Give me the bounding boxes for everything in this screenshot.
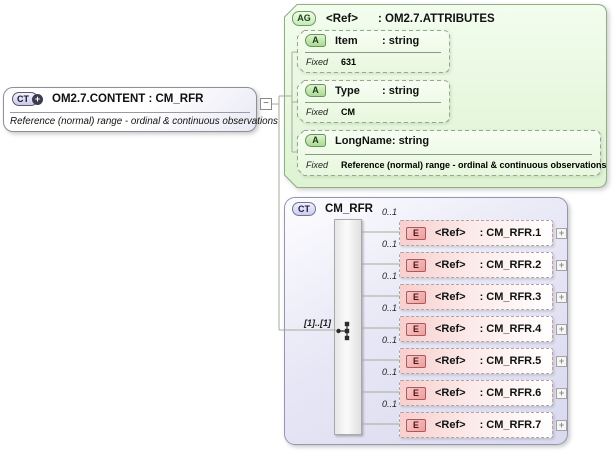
content-box-title: OM2.7.CONTENT : CM_RFR: [52, 93, 204, 105]
attribute-header: A Type : string: [305, 84, 419, 97]
attribute-shape: [297, 130, 601, 176]
attribute-longname[interactable]: A LongName : string Fixed Reference (nor…: [297, 130, 607, 176]
cardinality-label: 0..1: [381, 271, 397, 281]
expand-icon[interactable]: +: [556, 388, 567, 399]
complex-type-title: CM_RFR: [325, 203, 373, 215]
attribute-divider: [305, 52, 441, 53]
complex-type-box: CT CM_RFR [1]..[1] 0..1 E <Ref> : CM_RFR…: [284, 197, 568, 445]
plus-circle-icon: +: [32, 94, 43, 105]
attribute-group-box: AG <Ref> : OM2.7.ATTRIBUTES A Item : str…: [284, 4, 607, 188]
fixed-value: CM: [341, 107, 356, 117]
attribute-badge: A: [305, 34, 326, 47]
element-ref: <Ref>: [435, 259, 466, 271]
attribute-fixed-row: Fixed Reference (normal) range - ordinal…: [306, 160, 607, 170]
attribute-fixed-row: Fixed CM: [306, 107, 355, 117]
element-name: : CM_RFR.1: [479, 227, 542, 239]
attribute-name: Item: [335, 34, 358, 47]
content-box[interactable]: CT + OM2.7.CONTENT : CM_RFR Reference (n…: [3, 87, 278, 132]
attribute-header: A Item : string: [305, 34, 419, 47]
attribute-name: Type: [335, 84, 360, 97]
attribute-group-header: AG <Ref> : OM2.7.ATTRIBUTES: [292, 11, 495, 26]
element-badge: E: [406, 226, 426, 240]
attribute-type: : string: [391, 134, 430, 147]
element-ref: <Ref>: [435, 355, 466, 367]
element-badge: E: [406, 354, 426, 368]
element-ref: <Ref>: [435, 323, 466, 335]
element-cm-rfr-7[interactable]: E <Ref> : CM_RFR.7: [399, 412, 553, 438]
expand-icon[interactable]: +: [556, 324, 567, 335]
attribute-item[interactable]: A Item : string Fixed 631: [297, 30, 450, 73]
collapse-toggle-icon[interactable]: −: [260, 98, 272, 110]
element-cm-rfr-2[interactable]: E <Ref> : CM_RFR.2: [399, 252, 553, 278]
element-name: : CM_RFR.5: [479, 355, 542, 367]
element-name: : CM_RFR.2: [479, 259, 542, 271]
attribute-type: : string: [382, 34, 420, 47]
content-box-subtitle: Reference (normal) range - ordinal & con…: [10, 116, 278, 127]
attribute-header: A LongName : string: [305, 134, 429, 147]
cardinality-label: 0..1: [381, 239, 397, 249]
expand-icon[interactable]: +: [556, 356, 567, 367]
element-cm-rfr-6[interactable]: E <Ref> : CM_RFR.6: [399, 380, 553, 406]
cardinality-label: 0..1: [381, 335, 397, 345]
attribute-badge: A: [305, 134, 326, 147]
fixed-value: 631: [341, 57, 357, 67]
element-name: : CM_RFR.3: [479, 291, 542, 303]
element-cm-rfr-1[interactable]: E <Ref> : CM_RFR.1: [399, 220, 553, 246]
element-name: : CM_RFR.6: [479, 387, 542, 399]
ct-badge: CT +: [12, 92, 43, 106]
fixed-label: Fixed: [306, 160, 329, 170]
expand-icon[interactable]: +: [556, 260, 567, 271]
cardinality-label: 0..1: [381, 303, 397, 313]
attribute-fixed-row: Fixed 631: [306, 57, 356, 67]
cardinality-label: 0..1: [381, 207, 397, 217]
attribute-divider: [305, 154, 592, 155]
element-badge: E: [406, 258, 426, 272]
fixed-label: Fixed: [306, 107, 329, 117]
element-cm-rfr-5[interactable]: E <Ref> : CM_RFR.5: [399, 348, 553, 374]
attribute-shape: [297, 30, 450, 73]
element-badge: E: [406, 290, 426, 304]
attribute-badge: A: [305, 84, 326, 97]
expand-icon[interactable]: +: [556, 292, 567, 303]
element-cm-rfr-3[interactable]: E <Ref> : CM_RFR.3: [399, 284, 553, 310]
element-ref: <Ref>: [435, 387, 466, 399]
attribute-type-box[interactable]: A Type : string Fixed CM: [297, 80, 450, 123]
element-cm-rfr-4[interactable]: E <Ref> : CM_RFR.4: [399, 316, 553, 342]
element-badge: E: [406, 386, 426, 400]
element-ref: <Ref>: [435, 291, 466, 303]
element-ref: <Ref>: [435, 227, 466, 239]
attribute-divider: [305, 102, 441, 103]
cardinality-label: 0..1: [381, 367, 397, 377]
attribute-group-ref: <Ref>: [326, 12, 358, 25]
element-name: : CM_RFR.7: [479, 419, 542, 431]
attribute-type: : string: [382, 84, 420, 97]
model-cardinality-label: [1]..[1]: [304, 318, 331, 328]
ct-badge: CT: [292, 202, 316, 216]
complex-type-header: CT CM_RFR: [292, 202, 373, 216]
ag-badge: AG: [292, 11, 316, 26]
content-box-divider: [10, 112, 250, 113]
attribute-shape: [297, 80, 450, 123]
element-badge: E: [406, 322, 426, 336]
expand-icon[interactable]: +: [556, 420, 567, 431]
element-badge: E: [406, 418, 426, 432]
expand-icon[interactable]: +: [556, 228, 567, 239]
element-name: : CM_RFR.4: [479, 323, 542, 335]
attribute-group-title: : OM2.7.ATTRIBUTES: [377, 12, 495, 25]
sequence-icon: [336, 321, 350, 341]
fixed-label: Fixed: [306, 57, 329, 67]
ct-badge-label: CT: [17, 93, 29, 104]
fixed-value: Reference (normal) range - ordinal & con…: [341, 160, 607, 170]
content-box-header: CT + OM2.7.CONTENT : CM_RFR: [12, 92, 203, 106]
cardinality-label: 0..1: [381, 399, 397, 409]
element-ref: <Ref>: [435, 419, 466, 431]
attribute-name: LongName: [335, 134, 392, 147]
sequence-bar: [334, 219, 362, 435]
